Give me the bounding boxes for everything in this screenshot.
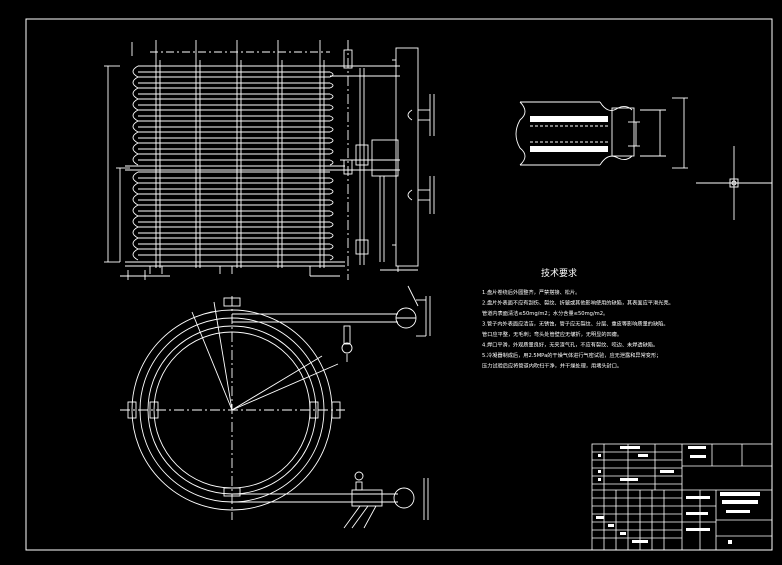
coil-tube: [329, 82, 334, 89]
outer-border: [25, 18, 773, 551]
coil-tube: [329, 115, 334, 122]
coil-tube: [329, 221, 334, 228]
coil-tube: [132, 120, 139, 133]
coil-tube: [132, 226, 139, 239]
coil-tube: [132, 76, 139, 89]
coil-tube: [132, 204, 139, 217]
coil-tube: [329, 188, 334, 195]
coil-tube: [132, 171, 139, 184]
coil-tube: [329, 71, 334, 78]
coil-tube: [132, 237, 139, 250]
requirement-line: 3.管子内外表面应清洁，无锈蚀，管子应无裂纹、分层、重皮等影响质量的缺陷。: [482, 320, 669, 328]
requirement-line: 5.冷凝器制成后，用2.5MPa的干燥气体进行气密试验，应无泄露和异常变形；: [482, 351, 661, 359]
coil-tube: [329, 243, 334, 250]
pipe-section-detail: [515, 97, 772, 220]
technical-requirements: 技术要求 1.盘片卷绕后外圆整齐，严禁搭接、松片。 2.盘片外表面不应有刮伤、裂纹…: [482, 267, 674, 370]
requirement-line: 管道内表面清洁≤50mg/m2；水分含量≤50mg/m2。: [482, 309, 608, 317]
requirement-line: 2.盘片外表面不应有刮伤、裂纹、折皱或其他影响使用的缺陷，其表面应平滑光亮。: [482, 299, 674, 307]
coil-tube: [329, 93, 334, 100]
coil-plan-view: [120, 285, 431, 529]
requirement-line: 4.焊口平滑，外观质量良好，无夹渣气孔，不应有裂纹、咬边、未焊透缺陷。: [482, 341, 658, 349]
coil-tube: [132, 87, 139, 100]
requirement-line: 压力试验后应将管道内吹扫干净，并干燥处理，用堵头封口。: [482, 362, 622, 370]
coil-tube: [329, 210, 334, 217]
coil-tube: [329, 126, 334, 133]
coil-tube: [329, 148, 334, 155]
coil-tube: [329, 177, 334, 184]
coil-tube: [132, 193, 139, 206]
coil-tube: [329, 104, 334, 111]
coil-tube: [329, 137, 334, 144]
coil-tube: [329, 254, 334, 261]
coil-tube: [329, 232, 334, 239]
coil-tube: [132, 248, 139, 261]
coil-tube: [132, 98, 139, 111]
coil-tube: [132, 109, 139, 122]
requirement-line: 管口应平整，无毛刺；弯头处管壁应无皱折，无明显的凹瘪。: [482, 330, 622, 338]
coil-tube: [132, 182, 139, 195]
coil-tube: [329, 199, 334, 206]
technical-requirements-title: 技术要求: [541, 267, 577, 279]
title-block: [591, 443, 773, 551]
coil-front-view: [104, 40, 435, 280]
requirement-line: 1.盘片卷绕后外圆整齐，严禁搭接、松片。: [482, 288, 580, 296]
coil-tube: [329, 159, 334, 166]
coil-tube: [132, 65, 139, 78]
coil-tube: [132, 153, 139, 166]
coil-tube: [132, 142, 139, 155]
coil-tube: [132, 215, 139, 228]
coil-tube: [132, 131, 139, 144]
